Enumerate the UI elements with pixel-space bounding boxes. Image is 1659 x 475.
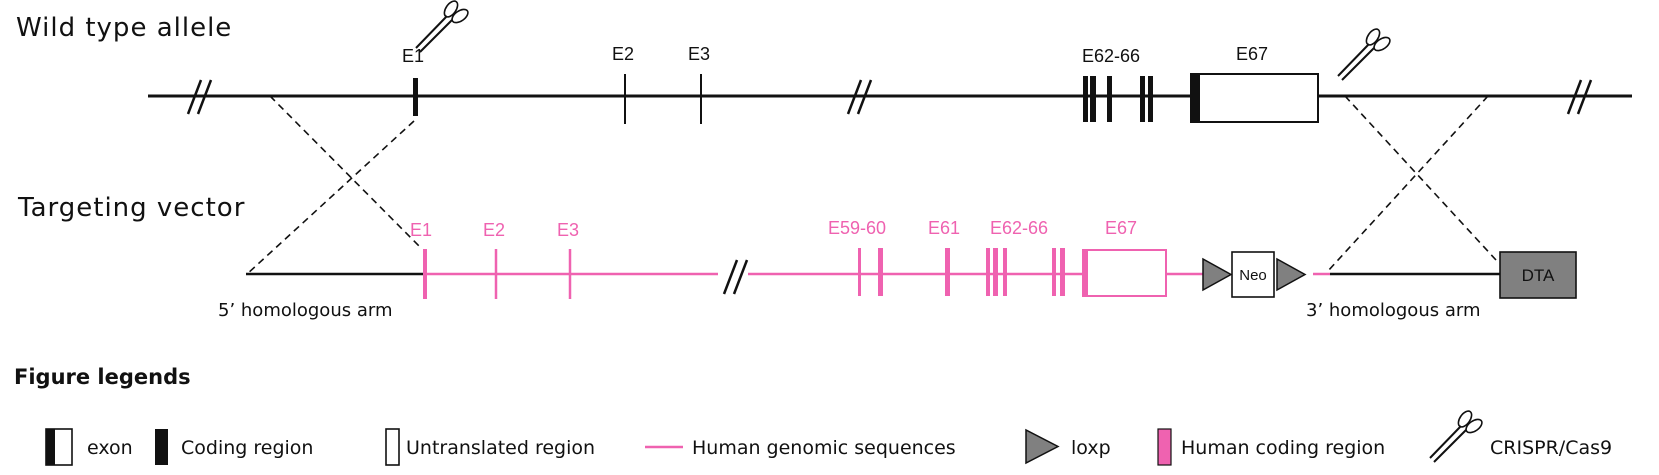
wt-exon-e1 — [413, 78, 418, 116]
legend-exon-icon — [45, 428, 73, 466]
wt-label-e2: E2 — [612, 44, 634, 64]
homologous-crossover-lines — [245, 95, 1497, 276]
tv-label-e59-60: E59-60 — [828, 218, 886, 238]
legend-loxp-label: loxp — [1071, 437, 1111, 459]
legend-coding-label: Coding region — [181, 437, 313, 459]
tv-label-e3: E3 — [557, 220, 579, 240]
wt-exon-e67 — [1190, 73, 1319, 123]
tv-exon-e1 — [423, 249, 427, 299]
wild-type-title: Wild type allele — [16, 13, 232, 43]
wt-label-e1: E1 — [402, 46, 424, 66]
targeting-vector-title: Targeting vector — [17, 193, 245, 223]
break-mark-icon — [846, 79, 873, 115]
legend-untranslated-icon — [385, 428, 400, 466]
tv-label-e1: E1 — [410, 220, 432, 240]
loxp-triangle-icon — [1202, 257, 1233, 292]
wt-label-e62-66: E62-66 — [1082, 46, 1140, 66]
wt-label-e3: E3 — [688, 44, 710, 64]
tv-exons-e62-66 — [986, 248, 1065, 296]
tv-exon-e61 — [945, 248, 950, 296]
three-prime-arm-label: 3’ homologous arm — [1306, 300, 1480, 321]
tv-label-e61: E61 — [928, 218, 960, 238]
break-mark-icon — [1566, 79, 1593, 115]
legend-title: Figure legends — [14, 365, 191, 389]
neo-cassette — [1231, 251, 1275, 298]
break-mark-icon — [722, 259, 749, 295]
wt-exons-e62-66 — [1083, 76, 1153, 122]
legend-human-coding-label: Human coding region — [1181, 437, 1385, 459]
legend-exon-label: exon — [87, 437, 133, 459]
scissors-icon — [1429, 407, 1486, 463]
neo-label: Neo — [1239, 267, 1267, 284]
wt-label-e67: E67 — [1236, 44, 1268, 64]
legend-coding-icon — [155, 429, 168, 465]
legend-untranslated-label: Untranslated region — [406, 437, 595, 459]
legend-crispr-label: CRISPR/Cas9 — [1490, 437, 1612, 459]
legend-loxp-icon — [1025, 428, 1060, 465]
tv-exons-e59-60 — [858, 248, 883, 296]
legend-human-genomic-label: Human genomic sequences — [692, 437, 956, 459]
tv-exon-e67 — [1082, 249, 1167, 297]
dta-label: DTA — [1522, 266, 1555, 285]
break-mark-icon — [186, 79, 213, 115]
tv-label-e2: E2 — [483, 220, 505, 240]
loxp-triangle-icon — [1276, 257, 1307, 292]
tv-label-e67: E67 — [1105, 218, 1137, 238]
scissors-icon — [415, 0, 472, 53]
five-prime-arm-label: 5’ homologous arm — [218, 300, 392, 321]
scissors-icon — [1337, 25, 1394, 81]
dta-cassette — [1499, 251, 1577, 299]
legend-human-coding-icon — [1157, 428, 1172, 466]
tv-label-e62-66: E62-66 — [990, 218, 1048, 238]
